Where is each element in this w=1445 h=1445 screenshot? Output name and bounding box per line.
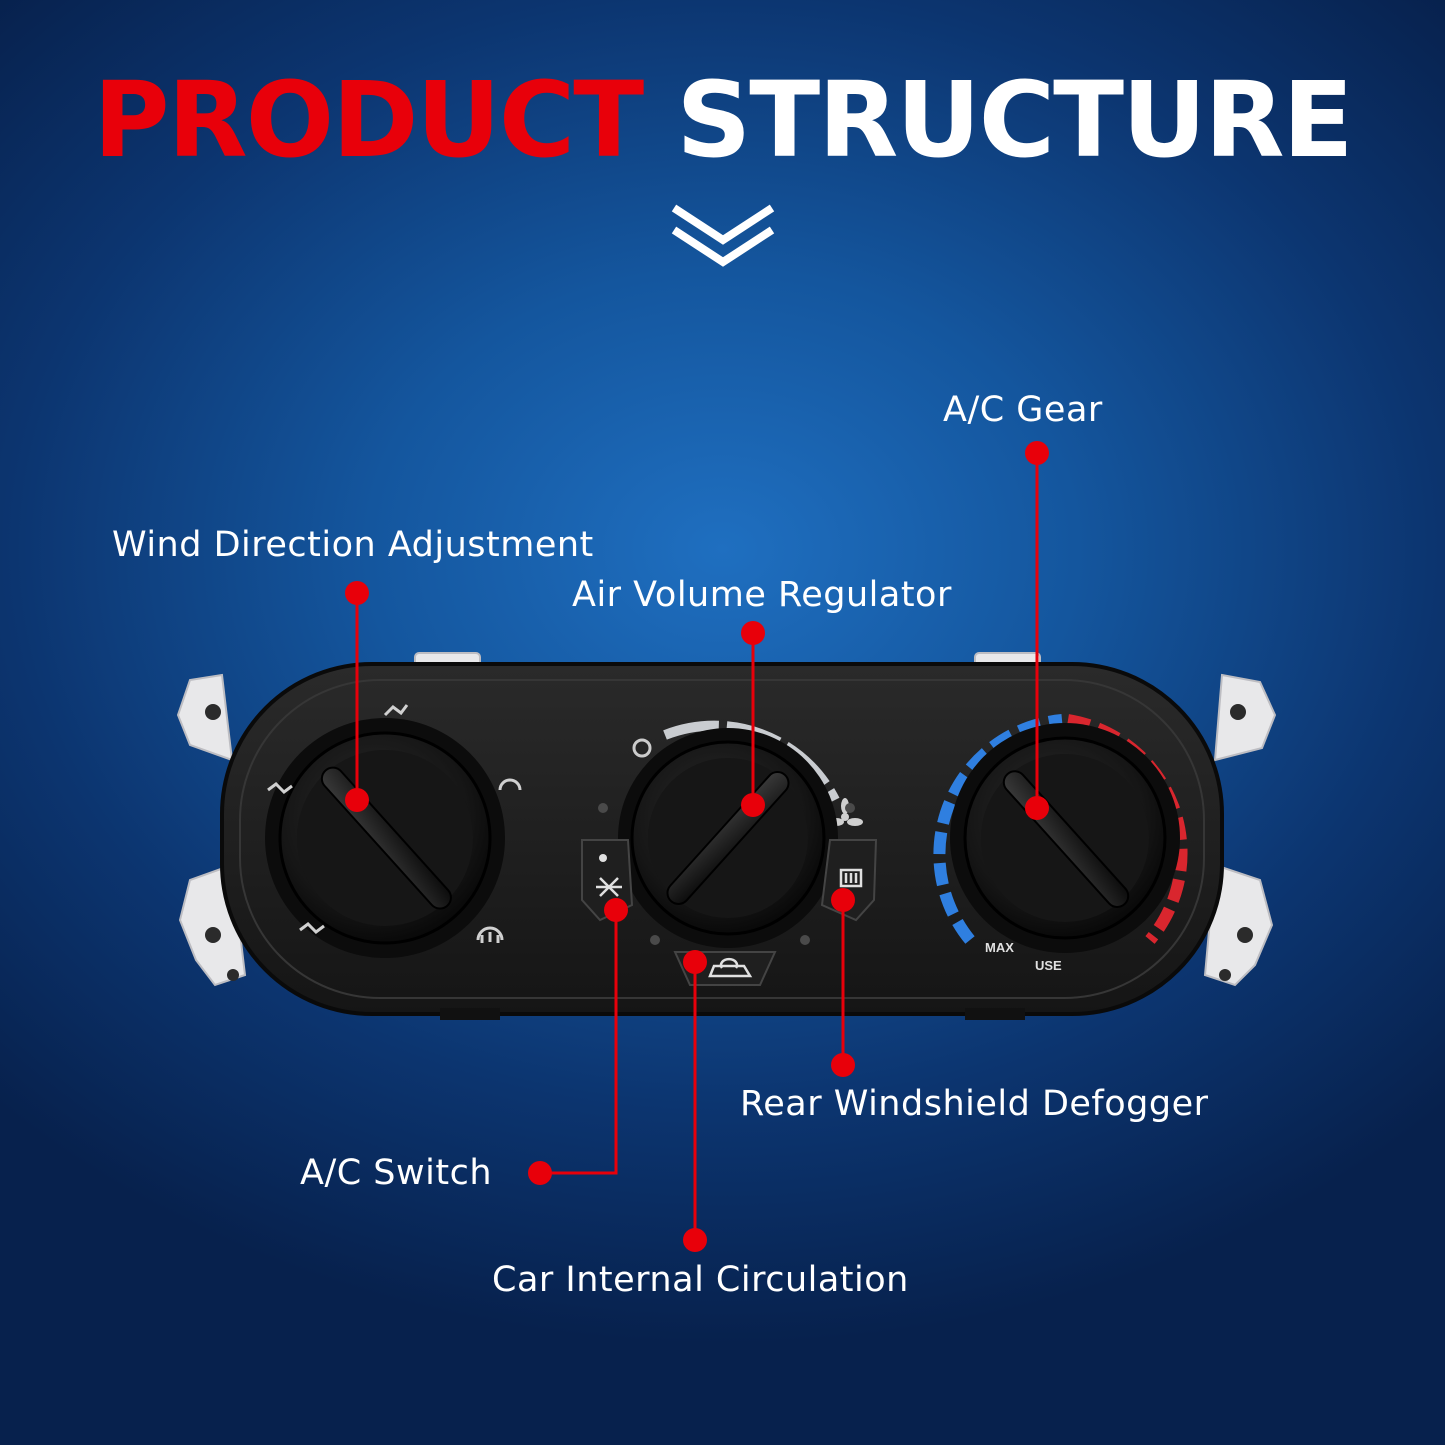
label-air-volume: Air Volume Regulator xyxy=(572,575,952,615)
temperature-knob xyxy=(933,714,1188,953)
ac-dial-text: MAX USE xyxy=(985,940,1062,973)
cold-scale xyxy=(933,714,1063,944)
title-part-white: STRUCTURE xyxy=(676,59,1353,181)
double-chevron-down-icon xyxy=(671,204,775,267)
snowflake-icon xyxy=(596,877,622,897)
air-volume-knob xyxy=(618,720,863,948)
wind-direction-knob xyxy=(265,718,505,958)
svg-text:USE: USE xyxy=(1035,958,1062,973)
label-wind-direction: Wind Direction Adjustment xyxy=(112,525,594,565)
defrost-icon xyxy=(839,868,863,888)
svg-text:MAX: MAX xyxy=(985,940,1014,955)
title-part-red: PRODUCT xyxy=(93,59,644,181)
callout-dots xyxy=(345,441,1049,1252)
label-ac-switch: A/C Switch xyxy=(300,1153,493,1193)
recirculation-icon xyxy=(708,957,753,978)
page-title: PRODUCT STRUCTURE xyxy=(0,60,1445,180)
vent-mode-icons xyxy=(267,704,522,943)
label-rear-defogger: Rear Windshield Defogger xyxy=(740,1084,1209,1124)
label-internal-circulation: Car Internal Circulation xyxy=(492,1260,909,1300)
label-ac-gear: A/C Gear xyxy=(943,390,1103,430)
callout-lines xyxy=(355,453,1039,1240)
